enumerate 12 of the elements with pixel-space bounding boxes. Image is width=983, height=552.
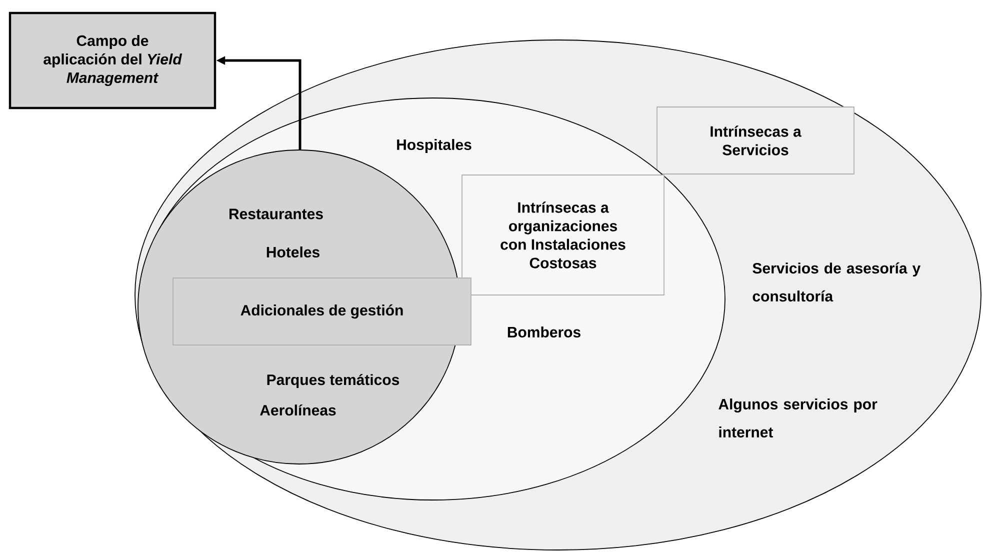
region-label: Servicios de asesoría y consultoría xyxy=(752,262,921,302)
region-label: Restaurantes xyxy=(229,208,323,220)
text-box: Adicionales de gestión xyxy=(172,278,472,346)
region-label: Hospitales xyxy=(397,139,472,153)
text-box: Intrínsecas a organizaciones con Instalaciones Costosas xyxy=(462,174,664,296)
region-label: Parques temáticos xyxy=(267,374,400,388)
region-label: Hoteles xyxy=(266,246,320,258)
region-label: Algunos servicios por internet xyxy=(718,398,878,438)
text-box: Intrínsecas a Servicios xyxy=(656,106,854,174)
region-label: Bomberos xyxy=(508,326,580,338)
region-label: Aerolíneas xyxy=(260,404,336,416)
text-box: Campo de aplicación del Yield Management xyxy=(8,12,216,110)
